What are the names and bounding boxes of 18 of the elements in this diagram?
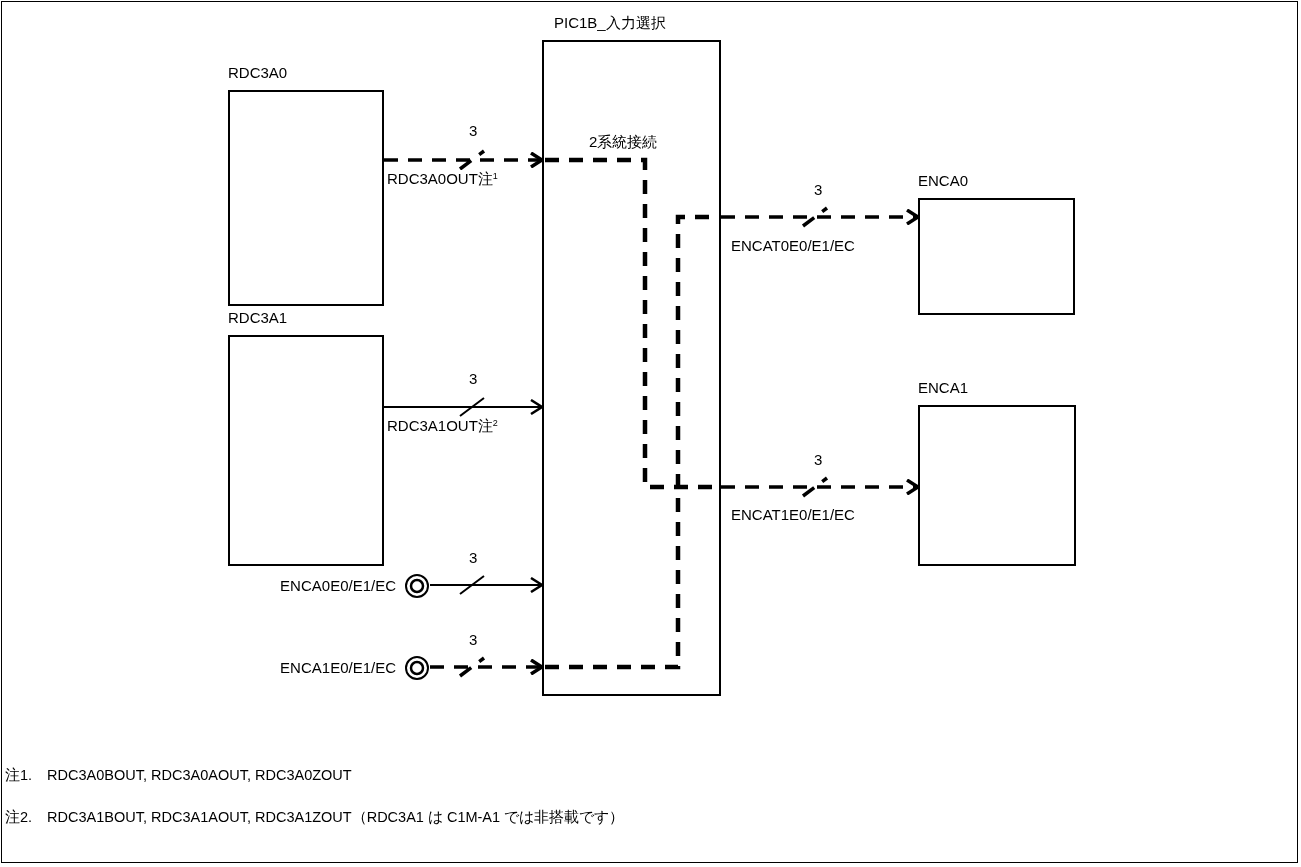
block-label: RDC3A1	[228, 309, 288, 327]
footnote: 注2. RDC3A1BOUT, RDC3A1AOUT, RDC3A1ZOUT（RDC3A1 は C1M-A1 では非搭載です）	[5, 808, 625, 826]
bus-arrow	[429, 575, 544, 595]
dashed-arrow	[428, 656, 544, 678]
signal-label: ENCA0E0/E1/EC	[280, 577, 396, 595]
block-label: ENCA0	[918, 172, 969, 190]
signal-label: ENCA1E0/E1/EC	[280, 659, 396, 677]
bus-arrow	[383, 397, 544, 417]
footnote: 注1. RDC3A0BOUT, RDC3A0AOUT, RDC3A0ZOUT	[5, 766, 352, 784]
block-label: ENCA1	[918, 379, 969, 397]
dashed-arrow	[719, 476, 920, 498]
block-label: PIC1B_入力選択	[554, 14, 666, 32]
signal-label: RDC3A1OUT注$^{2}$	[386, 417, 499, 435]
note-label: 2系統接続	[588, 133, 659, 151]
block-label: RDC3A0	[228, 64, 288, 82]
signal-label: RDC3A0OUT注$^{1}$	[386, 170, 499, 188]
dashed-arrow	[719, 206, 920, 228]
dashed-arrow	[382, 149, 544, 171]
